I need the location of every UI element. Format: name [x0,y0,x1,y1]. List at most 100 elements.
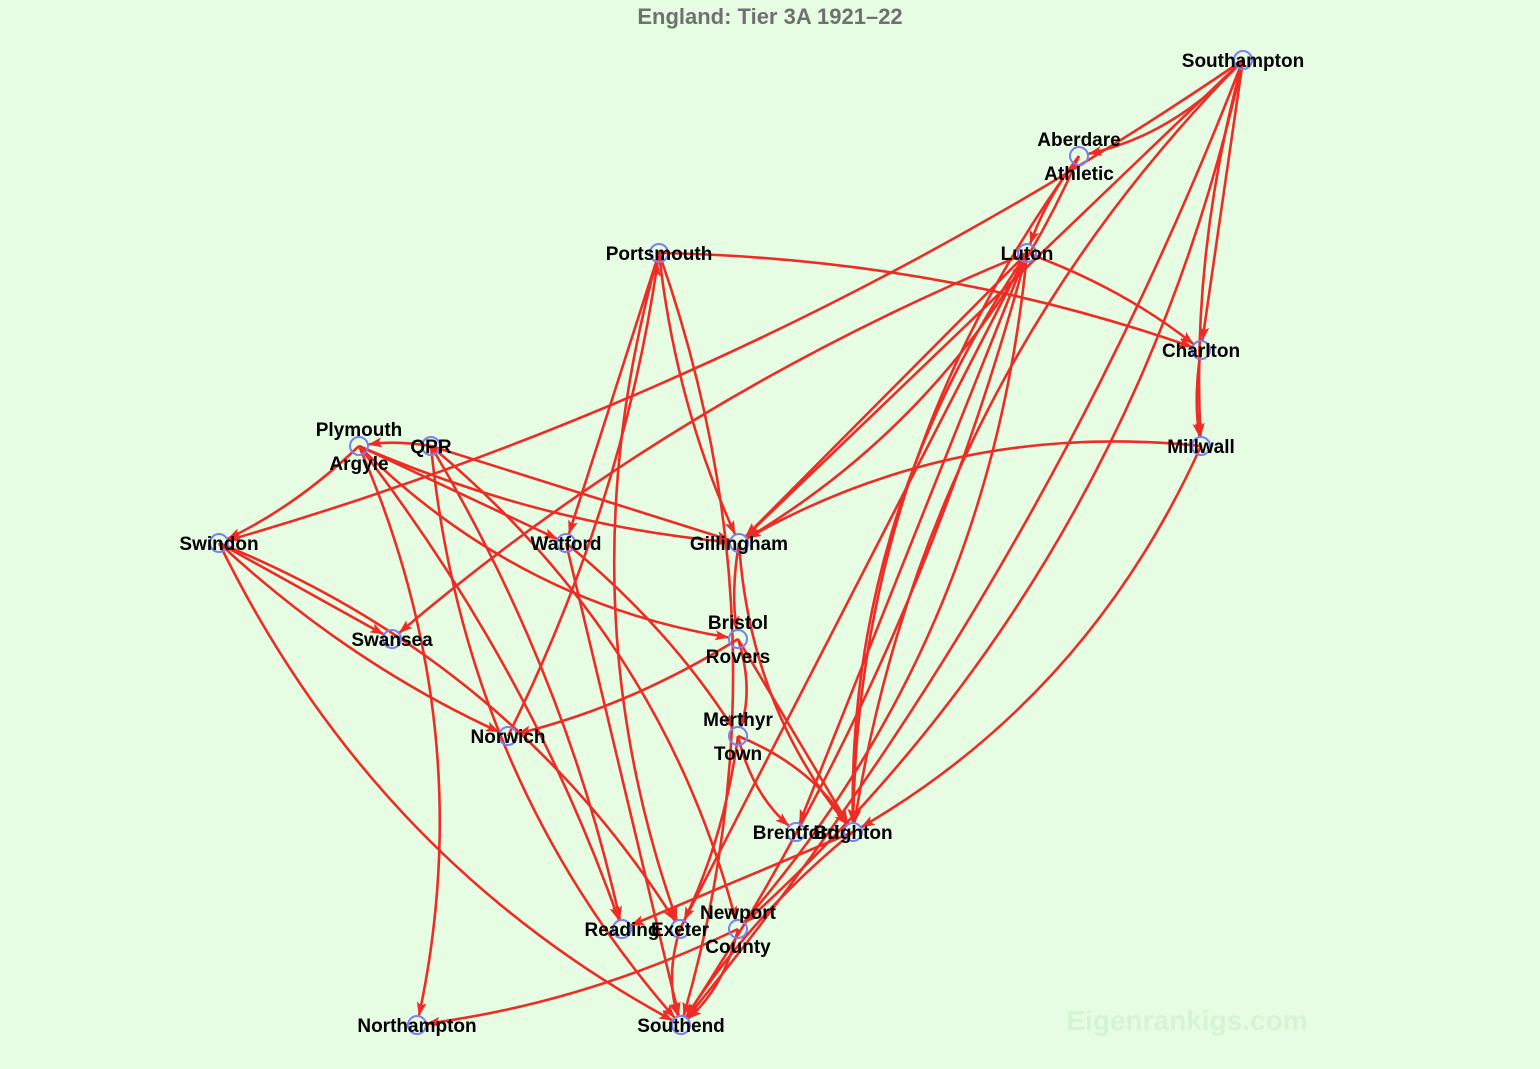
node-luton[interactable]: Luton [1001,243,1054,265]
edge-southampton-to-southend [686,59,1245,1019]
node-qpr[interactable]: QPR [410,436,452,458]
edge-swindon-to-southend [217,542,674,1022]
node-norwich[interactable]: Norwich [471,726,546,748]
edge-swindon-to-swansea [218,541,385,636]
node-circle [382,629,402,649]
node-label: Argyle [329,454,388,475]
edge-luton-to-southend [685,252,1029,1018]
edge-luton-to-brentford [798,252,1029,824]
node-northampton[interactable]: Northampton [357,1015,477,1037]
edge-qpr-to-newport [430,445,737,921]
node-circle [1233,50,1253,70]
edge-norwich-to-portsmouth [506,261,661,737]
node-label: Athletic [1044,164,1114,185]
edge-luton-to-gillingham [745,252,1028,537]
node-reading[interactable]: Reading [585,919,660,941]
node-label: Luton [1001,244,1054,265]
watermark-text: Eigenrankigs.com [1066,1005,1307,1036]
edge-portsmouth-to-southend [657,252,735,1017]
node-brighton[interactable]: Brighton [813,822,893,844]
node-label: Brighton [813,823,892,844]
edge-swindon-to-norwich [218,542,500,734]
node-label: Exeter [651,920,710,941]
node-label: Swindon [179,534,258,555]
node-label: Portsmouth [606,244,713,265]
node-circle [729,533,749,553]
node-label: Town [714,744,762,765]
edge-brighton-to-southend [685,830,854,1018]
edge-newport-to-northampton [425,927,739,1027]
node-label: Watford [530,534,601,555]
edge-southampton-to-newport [744,59,1245,924]
node-circle [421,436,441,456]
node-label: Merthyr [703,710,773,731]
node-southampton[interactable]: Southampton [1182,50,1304,72]
edge-qpr-to-southend [429,445,676,1019]
node-circle [670,919,690,939]
node-watford[interactable]: Watford [530,533,602,555]
node-label: Reading [585,920,660,941]
node-label: Norwich [471,727,546,748]
edge-merthyr-to-brighton [737,734,849,825]
node-swansea[interactable]: Swansea [351,629,433,651]
node-swindon[interactable]: Swindon [179,533,259,555]
edge-plymouth-to-northampton [357,445,442,1017]
edge-luton-to-newport [743,252,1029,923]
edge-qpr-to-gillingham [430,444,731,542]
node-label: Bristol [708,613,768,634]
edge-luton-to-swansea [398,251,1028,634]
node-label: Newport [700,903,777,924]
node-circle [728,629,748,649]
node-circle [728,919,748,939]
edge-portsmouth-to-watford [567,252,661,535]
edge-exeter-to-luton [678,261,1024,930]
node-circle [843,822,863,842]
node-circle [649,243,669,263]
edge-merthyr-to-brentford [736,735,790,827]
edge-southampton-to-gillingham [745,59,1244,538]
node-brentford[interactable]: Brentford [753,822,840,844]
edge-millwall-to-gillingham [746,440,1202,540]
edge-watford-to-southend [564,542,681,1017]
edge-aberdare-to-gillingham [746,155,1081,539]
node-charlton[interactable]: Charlton [1162,340,1240,362]
edge-southampton-to-charlton [1199,59,1245,342]
edge-portsmouth-to-exeter [612,252,678,921]
node-circle [1017,243,1037,263]
edge-plymouth-to-reading [357,445,620,921]
node-circle [612,919,632,939]
node-label: Southend [637,1016,725,1037]
node-circle [1191,436,1211,456]
edge-swindon-to-exeter [218,541,676,922]
node-exeter[interactable]: Exeter [651,919,710,941]
edge-brighton-to-reading [630,830,854,927]
diagram-title: England: Tier 3A 1921–22 [637,4,902,29]
edge-millwall-to-brighton [860,445,1203,829]
node-gillingham[interactable]: Gillingham [690,533,788,555]
node-portsmouth[interactable]: Portsmouth [606,243,713,265]
node-label: Plymouth [316,420,403,441]
node-label: Millwall [1167,437,1235,458]
node-label: Gillingham [690,534,788,555]
edge-plymouth-to-bristol [358,445,730,641]
node-label: QPR [410,437,451,458]
edge-plymouth-to-swindon [227,445,360,540]
node-circle [407,1015,427,1035]
edge-luton-to-brighton [847,252,1029,824]
node-southend[interactable]: Southend [637,1015,725,1037]
edge-portsmouth-to-charlton [658,251,1193,348]
node-label: Charlton [1162,341,1240,362]
node-circle [728,726,748,746]
edge-watford-to-merthyr [565,541,734,729]
node-label: Rovers [706,647,770,668]
node-circle [1069,146,1089,166]
node-millwall[interactable]: Millwall [1167,436,1235,458]
